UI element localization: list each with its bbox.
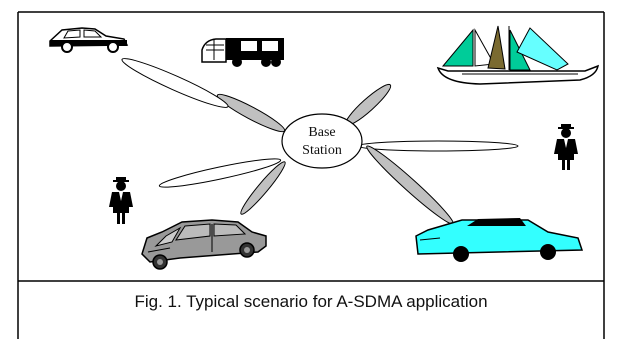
beam-lobe-gray xyxy=(366,145,454,225)
truck-icon xyxy=(201,38,284,67)
beam-lobe-white xyxy=(158,158,282,188)
car-icon xyxy=(49,27,129,53)
beam-lobe-white xyxy=(121,58,229,108)
beam-lobe-white xyxy=(357,140,519,152)
person-icon xyxy=(554,124,578,170)
beam-to-gray-car xyxy=(240,161,286,215)
car-icon xyxy=(415,218,584,262)
base-station-label-line1: Base xyxy=(308,125,335,140)
beam-to-cyan-car xyxy=(366,145,454,225)
beam-lobe-gray xyxy=(240,161,286,215)
car-icon xyxy=(141,219,267,270)
base-station: Base Station xyxy=(281,113,363,169)
beam-to-person-left xyxy=(158,158,282,188)
beam-to-left-car xyxy=(121,58,286,133)
beam-lobe-gray xyxy=(216,93,286,133)
base-station-label-line2: Station xyxy=(302,143,342,158)
sailboat-icon xyxy=(436,25,600,85)
beam-to-person-right xyxy=(357,140,519,152)
base-station-circle xyxy=(281,113,363,169)
person-icon xyxy=(109,177,133,224)
figure-caption: Fig. 1. Typical scenario for A-SDMA appl… xyxy=(134,292,488,311)
